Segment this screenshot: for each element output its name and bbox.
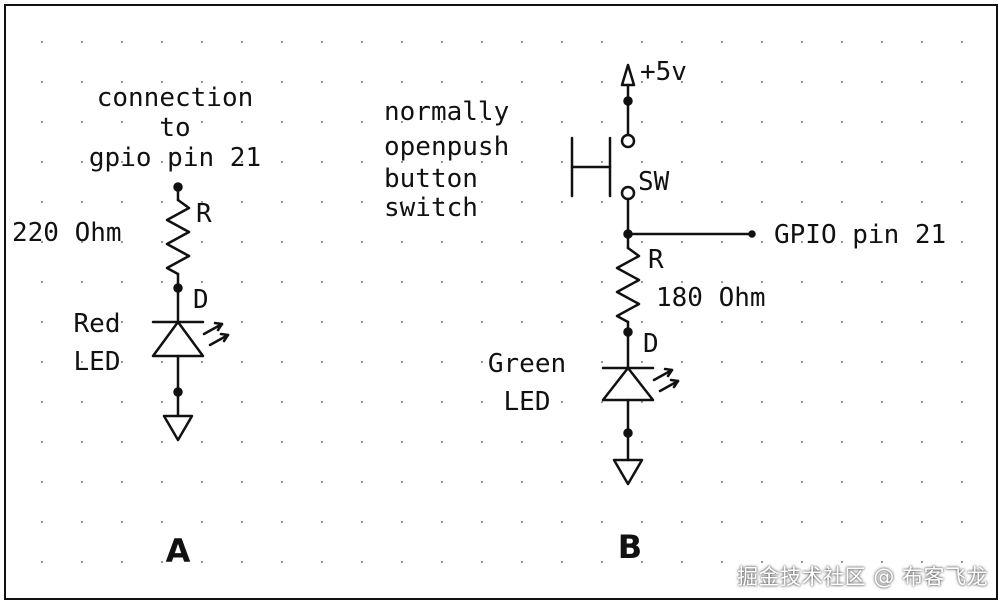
panel-label-b: B [618,528,642,566]
supply-arrow [620,63,636,87]
junction-a-2 [173,387,183,397]
switch-label-line1: normally [384,97,509,127]
led-a-label-line1: Red [74,309,121,339]
junction-b-3 [623,327,633,337]
connection-label-line3: gpio pin 21 [89,143,261,173]
supply-label: +5v [640,57,687,87]
resistor-b-value: 180 Ohm [656,283,766,313]
led-b [601,366,680,402]
led-b-label-line1: Green [488,349,566,379]
junction-a-1 [173,283,183,293]
circuit-a [151,182,230,442]
diode-b-ref: D [643,329,659,359]
connection-label-line1: connection [97,83,254,113]
diode-a-ref: D [193,285,209,315]
gpio-endpoint [748,230,756,238]
resistor-a [165,198,191,276]
switch-contact-top [620,133,636,149]
schematic-frame [4,4,998,600]
resistor-a-ref: R [196,199,212,229]
junction-b-4 [623,428,633,438]
switch-label-line4: switch [384,193,478,223]
switch-actuator [570,136,612,198]
gpio-label: GPIO pin 21 [774,220,946,250]
switch-label-line3: button [384,164,478,194]
ground-b [612,458,644,486]
led-a [151,320,230,358]
panel-label-a: A [166,532,191,570]
resistor-b [615,246,641,324]
switch-contact-bottom [620,185,636,201]
resistor-a-value: 220 Ohm [12,218,122,248]
switch-ref: SW [638,167,670,197]
resistor-b-ref: R [648,245,664,275]
connection-label-line2: to [159,113,190,143]
switch-label-line2: openpush [384,132,509,162]
watermark: 掘金技术社区 @ 布客飞龙 [737,565,988,589]
circuit-b [570,63,756,486]
led-a-label-line2: LED [74,347,121,377]
junction-b-1 [623,96,633,106]
led-b-label-line2: LED [504,387,551,417]
ground-a [162,414,194,442]
